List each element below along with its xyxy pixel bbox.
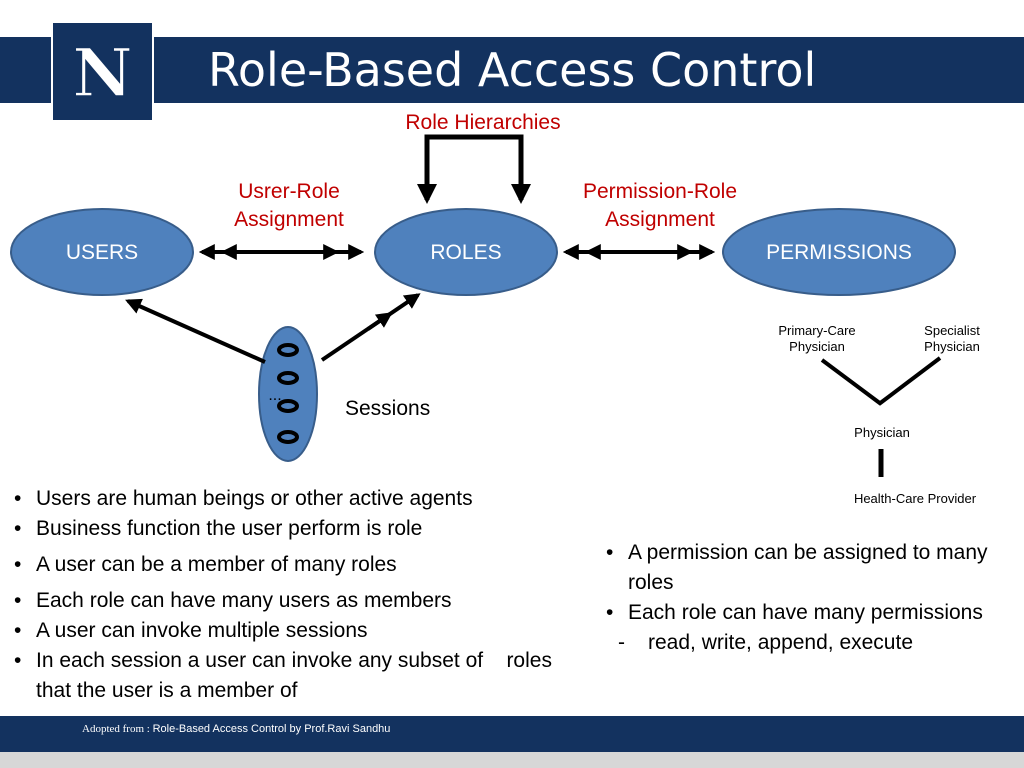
sessions-ellipsis: ... xyxy=(268,387,281,404)
header-band xyxy=(0,37,1024,103)
specialist-label-line1: Specialist xyxy=(924,323,980,338)
permissions-bullet-list: A permission can be assigned to many rol… xyxy=(598,538,1018,658)
session-circle-3 xyxy=(277,399,299,413)
user-role-label-line2: Assignment xyxy=(234,208,344,231)
sub-bullet-text: read, write, append, execute xyxy=(648,631,914,654)
specialist-label-line2: Physician xyxy=(924,339,980,354)
roles-node: ROLES xyxy=(374,208,558,296)
bullet-item: Business function the user perform is ro… xyxy=(6,514,586,544)
rbac-diagram: Role Hierarchies Usrer-Role Assignment P… xyxy=(10,111,980,506)
session-to-users-arrow xyxy=(125,298,266,364)
bullet-item: In each session a user can invoke any su… xyxy=(6,646,586,706)
sub-bullet-item: - read, write, append, execute xyxy=(598,628,1018,658)
role-hierarchies-label: Role Hierarchies xyxy=(405,111,560,134)
sub-bullet-row: - read, write, append, execute xyxy=(598,628,1018,658)
bullet-item: A user can invoke multiple sessions xyxy=(6,616,586,646)
hierarchy-edge-primary xyxy=(820,358,883,406)
sessions-node: ... xyxy=(258,326,318,462)
session-circle-1 xyxy=(277,343,299,357)
user-role-label-line1: Usrer-Role xyxy=(238,180,340,203)
session-circle-2 xyxy=(277,371,299,385)
footer-prefix: Adopted from : xyxy=(82,723,153,735)
roles-label: ROLES xyxy=(430,241,501,264)
footer-credit: Adopted from : Role-Based Access Control… xyxy=(82,723,390,735)
session-to-roles-arrow xyxy=(320,293,421,362)
footer-source: Role-Based Access Control by Prof.Ravi S… xyxy=(152,723,391,735)
bullet-item: A user can be a member of many roles xyxy=(6,550,586,580)
users-bullet-list: Users are human beings or other active a… xyxy=(6,484,586,706)
permission-role-label-line1: Permission-Role xyxy=(583,180,737,203)
logo-letter: N xyxy=(72,34,132,112)
sessions-label: Sessions xyxy=(345,397,430,420)
role-hierarchy-loop-arrow xyxy=(417,134,531,204)
bullet-item: Each role can have many permissions xyxy=(598,598,1018,628)
session-circle-4 xyxy=(277,430,299,444)
users-node: USERS xyxy=(10,208,194,296)
bullet-item: A permission can be assigned to many rol… xyxy=(598,538,1018,598)
sub-bullet-dash: - xyxy=(618,631,625,654)
university-logo: N xyxy=(51,21,154,122)
permissions-node: PERMISSIONS xyxy=(722,208,956,296)
bullet-item: Users are human beings or other active a… xyxy=(6,484,586,514)
health-care-provider-label: Health-Care Provider xyxy=(854,491,977,506)
users-label: USERS xyxy=(66,241,138,264)
footer-band xyxy=(0,716,1024,752)
permissions-label: PERMISSIONS xyxy=(766,241,912,264)
physician-label: Physician xyxy=(854,425,910,440)
permission-role-label-line2: Assignment xyxy=(605,208,715,231)
primary-care-label-line1: Primary-Care xyxy=(778,323,855,338)
n-logo-icon: N xyxy=(72,33,134,113)
footer-gray-strip xyxy=(0,752,1024,768)
bullet-item: Each role can have many users as members xyxy=(6,586,586,616)
primary-care-label-line2: Physician xyxy=(789,339,845,354)
slide-title: Role-Based Access Control xyxy=(208,43,817,97)
role-hierarchy-example: Primary-Care Physician Specialist Physic… xyxy=(778,323,980,506)
hierarchy-edge-specialist xyxy=(877,356,942,406)
